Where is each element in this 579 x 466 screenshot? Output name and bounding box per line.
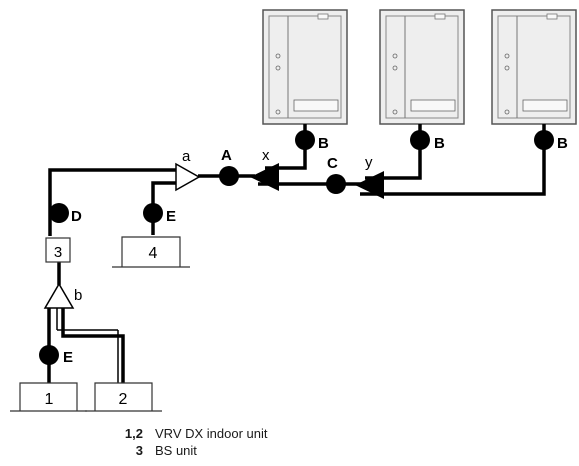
legend-row-indoor-units: 1,2 VRV DX indoor unit — [108, 425, 268, 442]
label-B1: B — [318, 135, 329, 152]
label-D: D — [71, 208, 82, 225]
indoor-unit-box-2: 2 — [85, 382, 162, 412]
label-y: y — [365, 154, 373, 171]
refnet-y — [355, 171, 384, 199]
label-B3: B — [557, 135, 568, 152]
point-B2 — [410, 130, 430, 150]
label-b: b — [74, 287, 82, 304]
point-B3 — [534, 130, 554, 150]
bs-unit-3: 3 — [45, 237, 71, 263]
refnet-b — [43, 282, 75, 309]
point-D — [49, 203, 69, 223]
pipe-unit2-to-refnet-y — [365, 124, 422, 180]
label-x: x — [262, 147, 270, 164]
legend-key: 1,2 — [124, 426, 143, 441]
pipe-unit3-to-refnet-y — [360, 124, 546, 196]
point-C — [326, 174, 346, 194]
legend-row-bs-unit: 3 BS unit — [108, 442, 268, 459]
label-a: a — [182, 148, 191, 165]
refnet-a — [175, 162, 201, 192]
indoor-unit-4-number: 4 — [149, 245, 158, 262]
label-B2: B — [434, 135, 445, 152]
legend: 1,2 VRV DX indoor unit 3 BS unit — [108, 425, 268, 459]
legend-text: VRV DX indoor unit — [155, 426, 268, 441]
refnet-x — [250, 163, 279, 191]
indoor-unit-1-number: 1 — [45, 391, 54, 408]
label-A: A — [221, 147, 232, 164]
point-E-upper — [143, 203, 163, 223]
piping — [47, 124, 546, 383]
thin-pipes — [56, 308, 119, 383]
label-E-upper: E — [166, 208, 176, 225]
point-A — [219, 166, 239, 186]
point-E-lower — [39, 345, 59, 365]
legend-key: 3 — [135, 443, 143, 458]
label-E-lower: E — [63, 349, 73, 366]
indoor-unit-3 — [491, 9, 577, 125]
point-B1 — [295, 130, 315, 150]
indoor-unit-box-1: 1 — [10, 382, 87, 412]
indoor-unit-1 — [262, 9, 348, 125]
legend-text: BS unit — [155, 443, 197, 458]
bs-unit-3-number: 3 — [54, 244, 62, 261]
pipe-b-to-unit2 — [61, 308, 125, 383]
label-C: C — [327, 155, 338, 172]
indoor-unit-4: 4 — [112, 236, 190, 268]
indoor-unit-2 — [379, 9, 465, 125]
pipe-a-to-bs-unit — [48, 168, 176, 236]
indoor-unit-2-number: 2 — [119, 391, 128, 408]
